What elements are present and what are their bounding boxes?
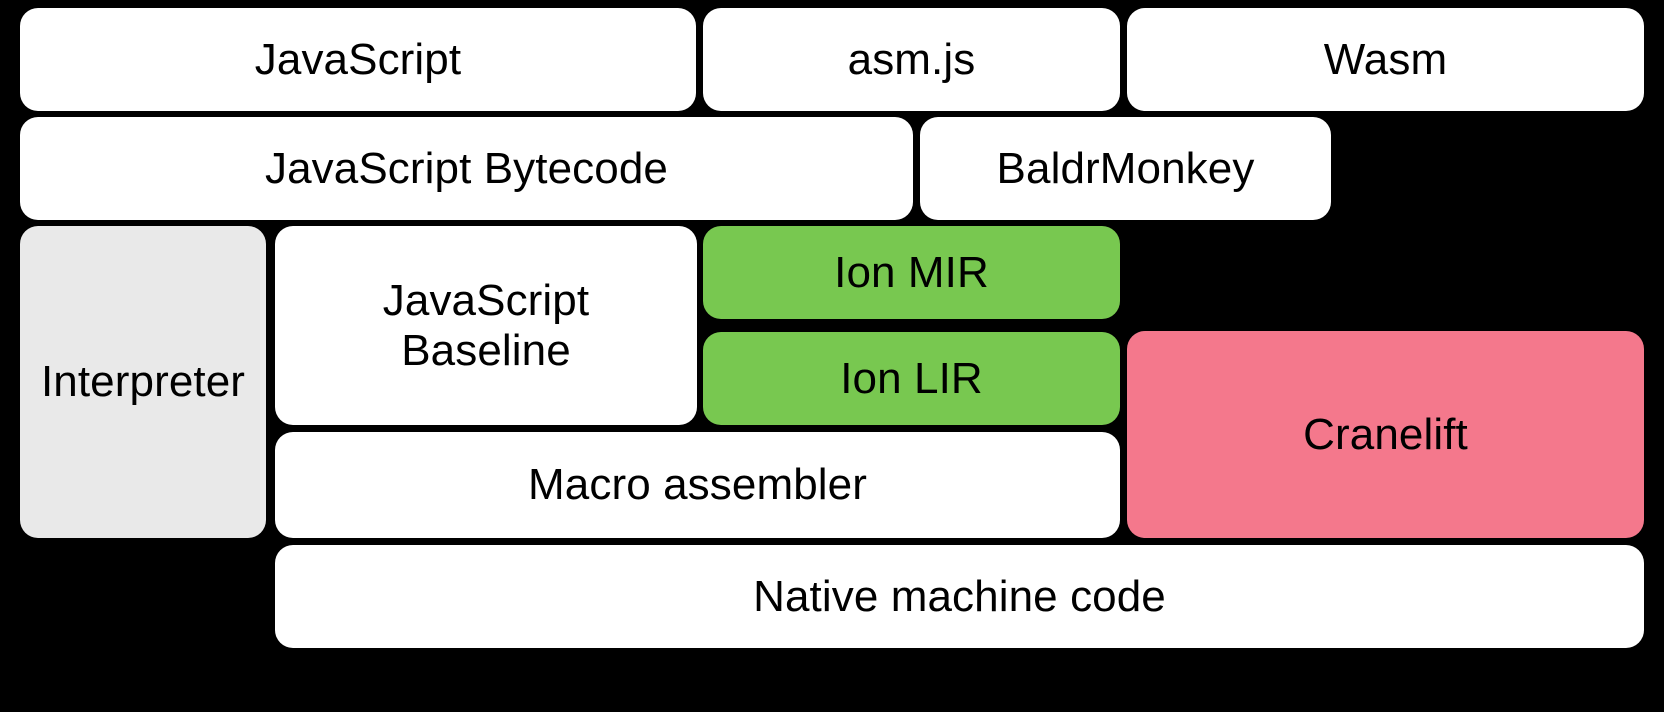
node-cranelift-label: Cranelift — [1303, 409, 1468, 459]
node-ion-mir-label: Ion MIR — [834, 247, 989, 297]
node-wasm[interactable]: Wasm — [1127, 8, 1644, 111]
node-javascript-label: JavaScript — [254, 34, 462, 84]
node-wasm-label: Wasm — [1323, 34, 1448, 84]
node-javascript-bytecode[interactable]: JavaScript Bytecode — [20, 117, 913, 220]
node-javascript-baseline-label: JavaScript Baseline — [382, 276, 590, 375]
node-asm-js-label: asm.js — [847, 34, 976, 84]
node-macro-assembler[interactable]: Macro assembler — [275, 432, 1120, 538]
node-native-machine-code[interactable]: Native machine code — [275, 545, 1644, 648]
node-javascript-bytecode-label: JavaScript Bytecode — [265, 143, 668, 193]
node-ion-lir-label: Ion LIR — [840, 353, 983, 403]
node-ion-lir[interactable]: Ion LIR — [703, 332, 1120, 425]
node-native-machine-code-label: Native machine code — [753, 571, 1166, 621]
node-ion-mir[interactable]: Ion MIR — [703, 226, 1120, 319]
node-javascript-baseline[interactable]: JavaScript Baseline — [275, 226, 697, 425]
node-baldrmonkey-label: BaldrMonkey — [996, 143, 1255, 193]
node-asm-js[interactable]: asm.js — [703, 8, 1120, 111]
node-cranelift[interactable]: Cranelift — [1127, 331, 1644, 538]
node-macro-assembler-label: Macro assembler — [528, 460, 867, 510]
node-javascript[interactable]: JavaScript — [20, 8, 696, 111]
node-interpreter[interactable]: Interpreter — [20, 226, 266, 538]
node-baldrmonkey[interactable]: BaldrMonkey — [920, 117, 1331, 220]
node-interpreter-label: Interpreter — [40, 357, 246, 407]
